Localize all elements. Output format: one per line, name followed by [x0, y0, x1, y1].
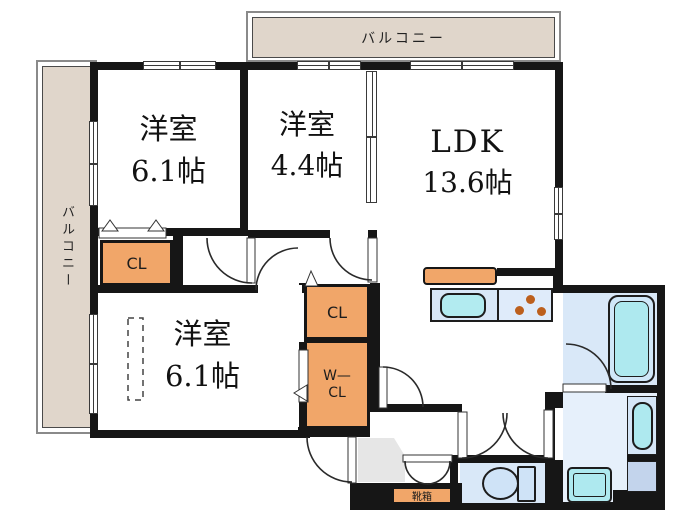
- door-arc: [461, 412, 508, 459]
- door-leaf: [246, 237, 256, 284]
- wall: [248, 230, 377, 238]
- balcony-top-label: バルコニー: [361, 30, 446, 47]
- vanity-sink-icon: [632, 402, 653, 450]
- walk-in-closet-label: W—: [323, 368, 351, 385]
- bedroom3-name: 洋室: [173, 317, 232, 351]
- ldk-size: 13.6帖: [422, 165, 513, 199]
- wall: [90, 62, 98, 438]
- kitchen-shelf: [423, 267, 497, 285]
- balcony-top: バルコニー: [252, 17, 555, 58]
- door-arc: [329, 237, 373, 281]
- washing-machine-inner: [573, 473, 606, 497]
- wall: [298, 427, 370, 437]
- closet-2: CL: [304, 284, 370, 340]
- entry-step: [358, 438, 405, 482]
- room-label-bedroom1: 洋室 6.1帖: [97, 108, 240, 192]
- wall: [627, 453, 657, 461]
- closet-1-label: CL: [126, 253, 147, 273]
- door-arc: [382, 366, 424, 408]
- wall: [450, 455, 555, 463]
- wall: [350, 404, 462, 412]
- wall: [555, 62, 563, 293]
- door-leaf: [378, 366, 388, 409]
- bathtub-inner: [614, 301, 649, 377]
- bedroom2-name: 洋室: [278, 108, 335, 141]
- shoe-cabinet-front: [402, 454, 453, 463]
- double-door-arc: [426, 460, 451, 485]
- sliding-partition: [366, 137, 377, 203]
- balcony-left-label: バルコニー: [59, 204, 74, 290]
- window: [462, 61, 514, 70]
- wall: [90, 285, 307, 293]
- wall: [240, 62, 248, 236]
- closet-2-label: CL: [326, 302, 348, 322]
- wall: [553, 268, 563, 293]
- shoebox: 靴箱: [392, 487, 452, 504]
- stove: [497, 288, 553, 322]
- bedroom1-size: 6.1帖: [130, 154, 207, 189]
- door-leaf: [367, 237, 378, 283]
- door-arc: [502, 412, 549, 459]
- shoebox-label: 靴箱: [412, 492, 432, 503]
- window: [89, 121, 98, 164]
- bedroom2-size: 4.4帖: [270, 148, 344, 182]
- double-door-arc: [404, 460, 429, 485]
- window: [89, 364, 98, 414]
- toilet-tank: [517, 466, 536, 502]
- wall: [605, 385, 657, 393]
- wall: [497, 268, 563, 276]
- wall: [555, 285, 665, 293]
- wall: [173, 236, 183, 293]
- window: [297, 61, 329, 70]
- door-leaf: [347, 436, 357, 484]
- door-leaf: [562, 383, 607, 393]
- burner-icon: [526, 295, 535, 304]
- bedroom3-size: 6.1帖: [164, 359, 241, 394]
- walk-in-closet: W— CL: [304, 340, 370, 429]
- window: [180, 61, 216, 70]
- toilet-icon: [482, 467, 519, 500]
- window: [143, 61, 180, 70]
- window: [554, 214, 563, 240]
- window: [89, 314, 98, 364]
- burner-icon: [537, 307, 546, 316]
- room-label-ldk: LDK 13.6帖: [385, 122, 550, 202]
- closet-1: CL: [100, 240, 173, 286]
- wall: [545, 502, 665, 510]
- room-label-bedroom2: 洋室 4.4帖: [248, 105, 366, 186]
- door-arc: [206, 237, 253, 284]
- window: [410, 61, 462, 70]
- room-label-bedroom3: 洋室 6.1帖: [105, 313, 300, 397]
- sliding-partition: [366, 71, 377, 137]
- ldk-name: LDK: [430, 124, 505, 160]
- bedroom1-name: 洋室: [139, 112, 198, 146]
- kitchen-sink: [440, 293, 486, 318]
- walk-in-closet-label: CL: [328, 384, 346, 401]
- window: [89, 164, 98, 206]
- door-arc: [255, 247, 299, 291]
- wall: [450, 455, 458, 510]
- wall: [460, 503, 563, 510]
- door-leaf: [457, 411, 468, 459]
- door-arc: [306, 436, 353, 483]
- washroom-cabinet: [627, 461, 657, 492]
- wall: [657, 285, 665, 510]
- wall: [545, 392, 563, 510]
- wall: [370, 283, 380, 412]
- wall: [90, 228, 248, 236]
- window: [329, 61, 361, 70]
- balcony-left: バルコニー: [42, 66, 91, 428]
- burner-icon: [515, 306, 524, 315]
- wall: [613, 490, 657, 504]
- wall: [90, 430, 310, 438]
- window: [554, 187, 563, 214]
